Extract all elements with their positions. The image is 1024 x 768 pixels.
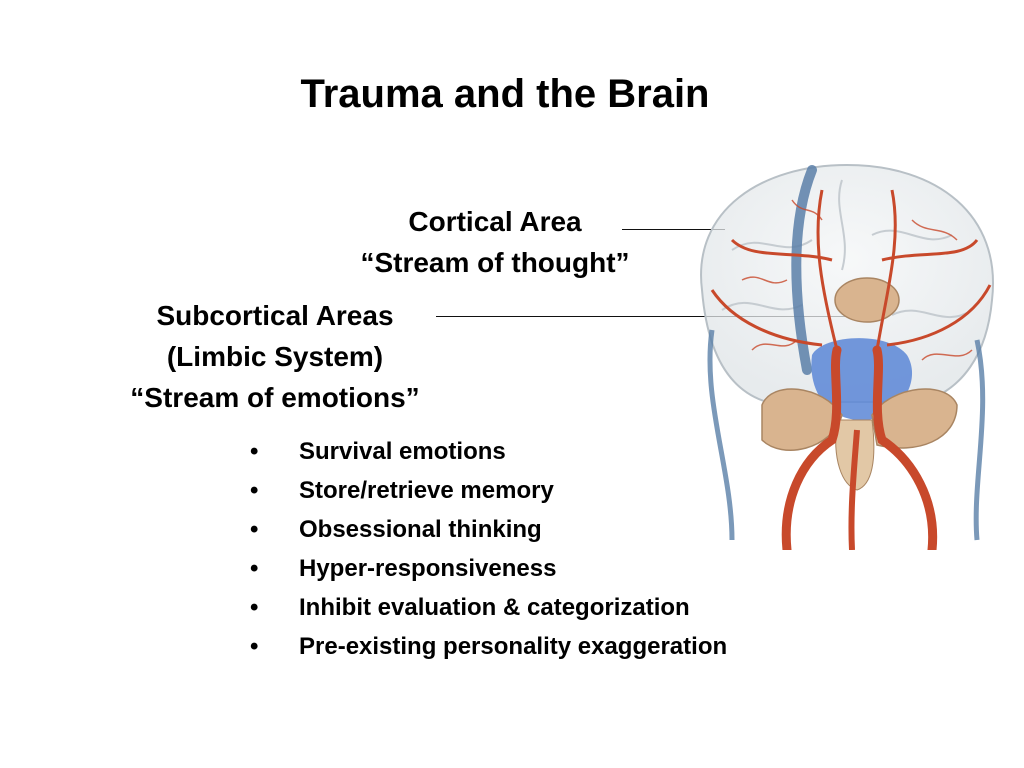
small-arteries xyxy=(741,199,973,361)
list-item: • Inhibit evaluation & categorization xyxy=(240,588,727,627)
bullet-marker: • xyxy=(250,633,259,660)
bullet-marker: • xyxy=(250,477,259,504)
list-item: • Pre-existing personality exaggeration xyxy=(240,627,727,666)
cortical-area-subtitle: “Stream of thought” xyxy=(360,247,630,278)
limbic-system-label: (Limbic System) xyxy=(166,341,384,372)
bullet-marker: • xyxy=(250,516,259,543)
list-item-text: Obsessional thinking xyxy=(299,516,542,543)
list-item: • Survival emotions xyxy=(240,432,727,471)
brain-illustration xyxy=(700,163,994,550)
limbic-functions-list: • Survival emotions • Store/retrieve memor… xyxy=(240,432,727,666)
subcortical-areas-label: Subcortical Areas (Limbic System) “Strea… xyxy=(60,295,490,418)
list-item: • Hyper-responsiveness xyxy=(240,549,727,588)
side-vein-left xyxy=(707,329,735,541)
side-vein-right xyxy=(973,339,986,541)
list-item-text: Hyper-responsiveness xyxy=(299,555,557,582)
list-item: • Store/retrieve memory xyxy=(240,471,727,510)
subcortical-areas-subtitle: “Stream of emotions” xyxy=(130,382,420,413)
bullet-marker: • xyxy=(250,555,259,582)
carotid-artery-right xyxy=(872,345,938,550)
list-item-text: Survival emotions xyxy=(299,438,506,465)
cerebrum-folds xyxy=(721,179,973,319)
cerebral-arteries xyxy=(710,189,992,351)
subcortical-areas-title: Subcortical Areas xyxy=(156,300,394,331)
cerebellum xyxy=(761,388,958,451)
bullet-marker: • xyxy=(250,594,259,621)
vertebral-artery xyxy=(848,429,860,550)
bullet-marker: • xyxy=(250,438,259,465)
cortical-area-title: Cortical Area xyxy=(408,206,582,237)
subcortical-leader-line xyxy=(436,316,854,317)
list-item-text: Pre-existing personality exaggeration xyxy=(299,633,728,660)
list-item: • Obsessional thinking xyxy=(240,510,727,549)
slide-title: Trauma and the Brain xyxy=(300,72,710,116)
list-item-text: Inhibit evaluation & categorization xyxy=(299,594,690,621)
cortical-leader-line xyxy=(622,229,725,230)
list-item-text: Store/retrieve memory xyxy=(299,477,554,504)
carotid-artery-left xyxy=(781,345,842,550)
cortical-area-label: Cortical Area “Stream of thought” xyxy=(300,201,690,283)
